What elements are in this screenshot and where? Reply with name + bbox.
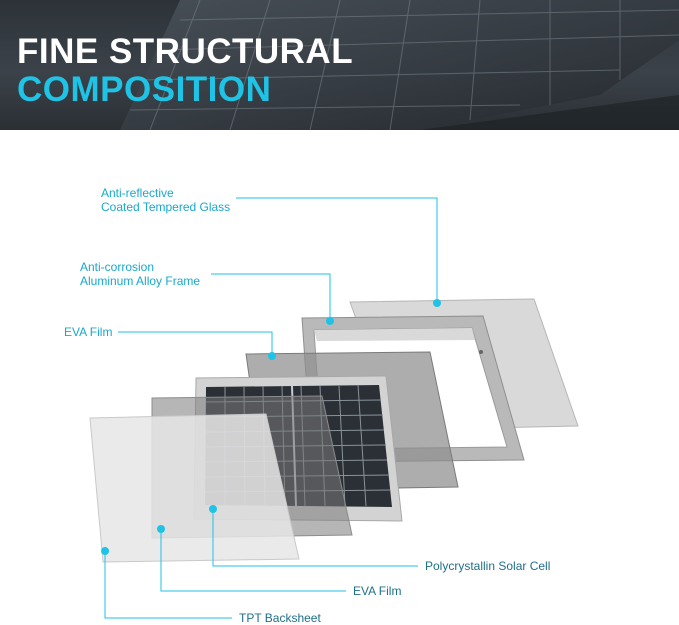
marker-glass (433, 299, 441, 307)
marker-eva-bottom (157, 525, 165, 533)
title-line-1: FINE STRUCTURAL (17, 32, 354, 71)
leader-solar-cell (212, 509, 418, 567)
marker-backsheet (101, 547, 109, 555)
title-line-2: COMPOSITION (17, 70, 272, 109)
label-eva-top: EVA Film (64, 325, 113, 339)
label-solar-cell: Polycrystallin Solar Cell (425, 559, 551, 573)
leader-glass (236, 197, 438, 302)
label-glass-line2: Coated Tempered Glass (101, 200, 231, 214)
label-frame-line2: Aluminum Alloy Frame (80, 274, 201, 288)
marker-solar-cell (209, 505, 217, 513)
layer-diagram (89, 197, 579, 619)
leader-eva-top (118, 331, 273, 354)
leader-backsheet (104, 551, 232, 619)
header-banner: FINE STRUCTURAL COMPOSITION (0, 0, 679, 130)
label-frame-line1: Anti-corrosion (80, 260, 155, 274)
leader-eva-bottom (160, 529, 346, 592)
label-backsheet: TPT Backsheet (239, 611, 321, 625)
leader-frame (211, 273, 331, 320)
solar-array-background (0, 0, 679, 130)
marker-eva-top (268, 352, 276, 360)
marker-frame (326, 317, 334, 325)
tpt-backsheet-layer (89, 413, 300, 563)
label-eva-bottom: EVA Film (353, 584, 402, 598)
label-glass-line1: Anti-reflective (101, 186, 174, 200)
